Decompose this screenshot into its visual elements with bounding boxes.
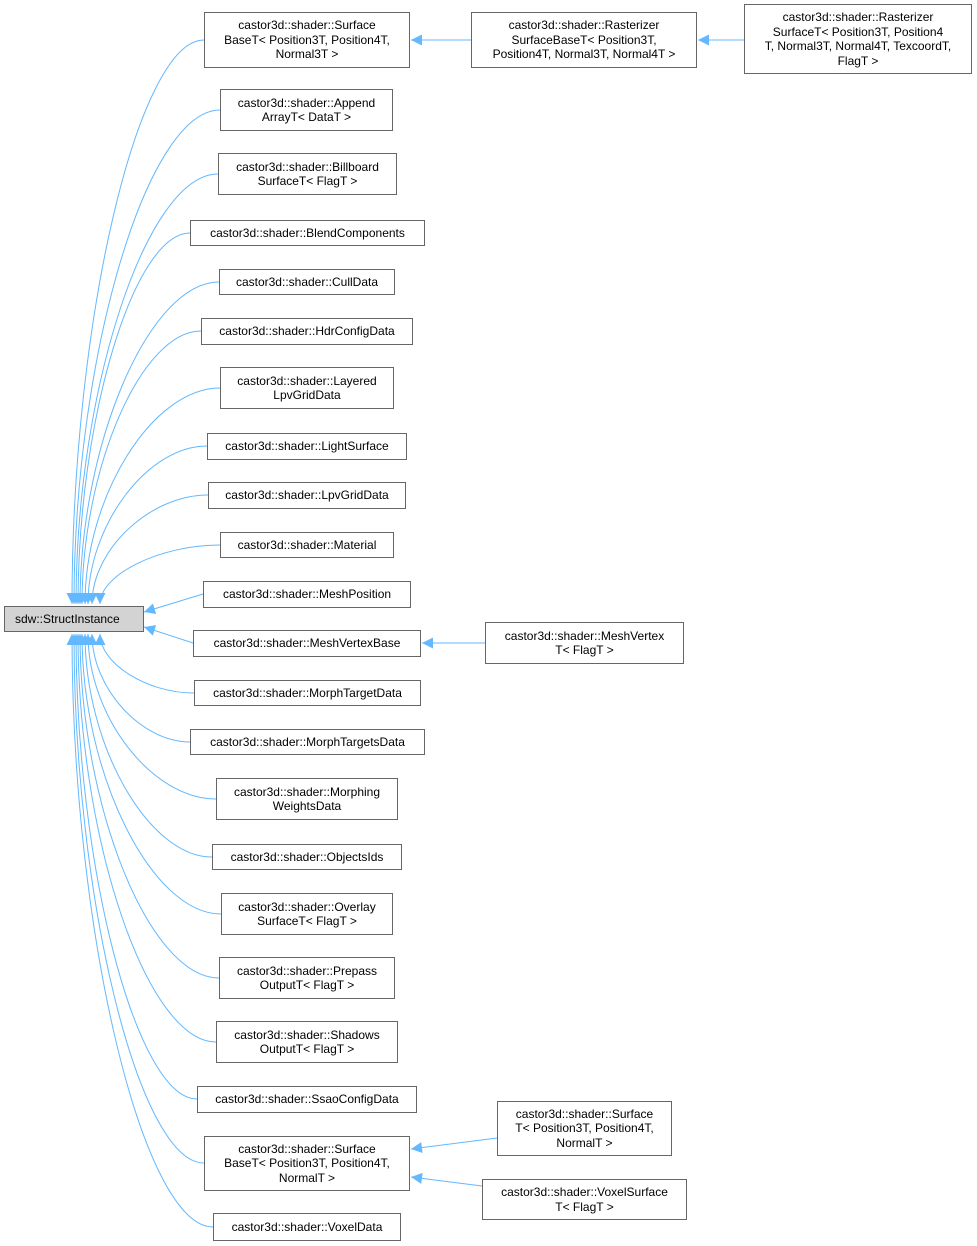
node-prepass-output[interactable]: castor3d::shader::Prepass OutputT< FlagT… xyxy=(219,957,395,999)
edge-mesh-vertex-base-to-struct-instance xyxy=(143,625,194,644)
edge-material-to-struct-instance xyxy=(94,544,221,605)
edge-append-array-to-struct-instance xyxy=(68,109,221,605)
edge-surface-to-surface-base-normal xyxy=(410,1137,498,1154)
edge-prepass-output-to-struct-instance xyxy=(74,633,220,979)
node-rasterizer-surface[interactable]: castor3d::shader::Rasterizer SurfaceT< P… xyxy=(744,4,972,74)
node-billboard-surface[interactable]: castor3d::shader::Billboard SurfaceT< Fl… xyxy=(218,153,397,195)
edge-blend-components-to-struct-instance xyxy=(72,232,191,605)
edge-shadows-output-to-struct-instance xyxy=(72,633,217,1043)
node-mesh-vertex[interactable]: castor3d::shader::MeshVertex T< FlagT > xyxy=(485,622,684,664)
node-shadows-output[interactable]: castor3d::shader::Shadows OutputT< FlagT… xyxy=(216,1021,398,1063)
edge-overlay-surface-to-struct-instance xyxy=(76,633,222,915)
edge-ssao-config-data-to-struct-instance xyxy=(70,633,198,1100)
node-morph-targets-data[interactable]: castor3d::shader::MorphTargetsData xyxy=(190,729,425,755)
node-cull-data[interactable]: castor3d::shader::CullData xyxy=(219,269,395,295)
node-rasterizer-surface-base[interactable]: castor3d::shader::Rasterizer SurfaceBase… xyxy=(471,12,697,68)
edge-mesh-position-to-struct-instance xyxy=(143,593,204,615)
node-mesh-vertex-base[interactable]: castor3d::shader::MeshVertexBase xyxy=(193,630,421,657)
edge-voxel-data-to-struct-instance xyxy=(66,633,214,1228)
edge-layered-lpv-grid-data-to-struct-instance xyxy=(79,387,221,605)
node-morphing-weights-data[interactable]: castor3d::shader::Morphing WeightsData xyxy=(216,778,398,820)
node-morph-target-data[interactable]: castor3d::shader::MorphTargetData xyxy=(194,680,421,706)
edge-surface-base-normal3-to-struct-instance xyxy=(66,39,205,605)
node-lpv-grid-data[interactable]: castor3d::shader::LpvGridData xyxy=(208,482,406,509)
node-hdr-config-data[interactable]: castor3d::shader::HdrConfigData xyxy=(201,318,413,345)
edge-light-surface-to-struct-instance xyxy=(82,445,208,605)
node-append-array[interactable]: castor3d::shader::Append ArrayT< DataT > xyxy=(220,89,393,131)
node-light-surface[interactable]: castor3d::shader::LightSurface xyxy=(207,433,407,460)
edge-lpv-grid-data-to-struct-instance xyxy=(86,494,209,605)
node-surface-base-normal3[interactable]: castor3d::shader::Surface BaseT< Positio… xyxy=(204,12,410,68)
edge-surface-base-normal-to-struct-instance xyxy=(68,633,205,1164)
node-material[interactable]: castor3d::shader::Material xyxy=(220,532,394,558)
node-layered-lpv-grid-data[interactable]: castor3d::shader::Layered LpvGridData xyxy=(220,367,394,409)
edge-objects-ids-to-struct-instance xyxy=(79,633,213,858)
edge-morphing-weights-data-to-struct-instance xyxy=(82,633,217,800)
node-surface[interactable]: castor3d::shader::Surface T< Position3T,… xyxy=(497,1101,672,1156)
node-voxel-surface[interactable]: castor3d::shader::VoxelSurface T< FlagT … xyxy=(482,1179,687,1220)
edge-voxel-surface-to-surface-base-normal xyxy=(410,1172,483,1187)
node-blend-components[interactable]: castor3d::shader::BlendComponents xyxy=(190,220,425,246)
edge-billboard-surface-to-struct-instance xyxy=(70,173,219,605)
node-surface-base-normal[interactable]: castor3d::shader::Surface BaseT< Positio… xyxy=(204,1136,410,1191)
node-struct-instance[interactable]: sdw::StructInstance xyxy=(4,606,144,632)
node-mesh-position[interactable]: castor3d::shader::MeshPosition xyxy=(203,581,411,608)
node-voxel-data[interactable]: castor3d::shader::VoxelData xyxy=(213,1213,401,1241)
edge-morph-target-data-to-struct-instance xyxy=(94,633,195,694)
edge-morph-targets-data-to-struct-instance xyxy=(86,633,191,743)
edge-hdr-config-data-to-struct-instance xyxy=(76,330,202,605)
edge-cull-data-to-struct-instance xyxy=(74,281,220,605)
node-ssao-config-data[interactable]: castor3d::shader::SsaoConfigData xyxy=(197,1086,417,1113)
node-overlay-surface[interactable]: castor3d::shader::Overlay SurfaceT< Flag… xyxy=(221,893,393,935)
node-objects-ids[interactable]: castor3d::shader::ObjectsIds xyxy=(212,844,402,870)
